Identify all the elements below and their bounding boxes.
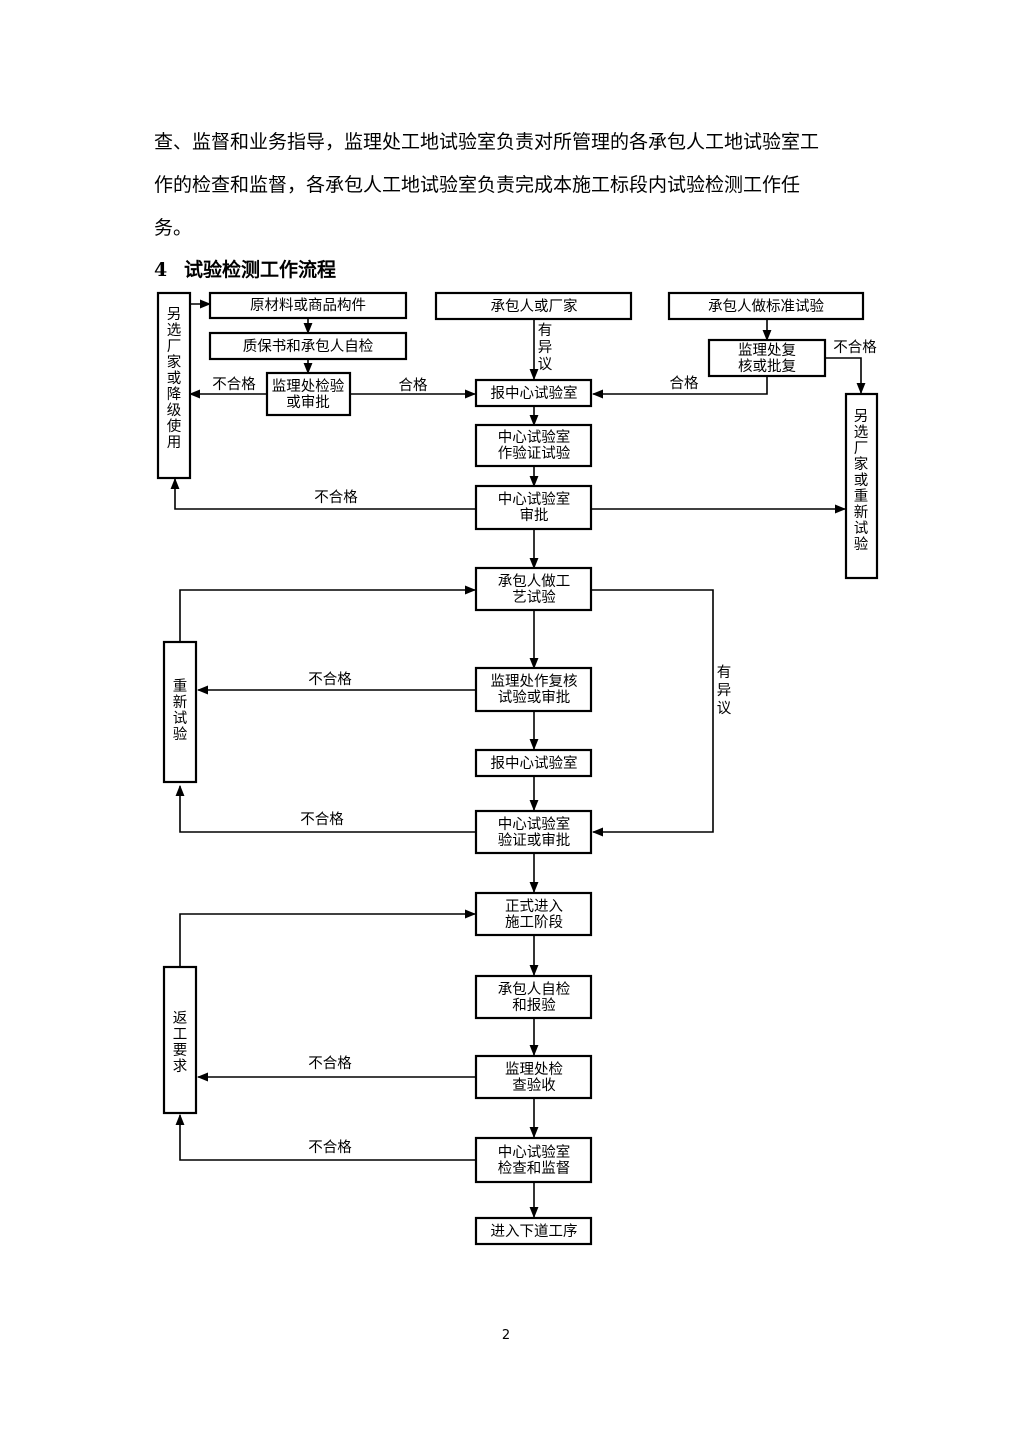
box-center-verify-test-line2: 作验证试验 xyxy=(498,445,571,462)
box-contractor-std-label: 承包人做标准试验 xyxy=(708,298,824,315)
box-contractor-std xyxy=(667,291,865,321)
box-supervisor-check xyxy=(265,371,352,417)
paragraph-line: 查、监督和业务指导，监理处工地试验室负责对所管理的各承包人工地试验室工 xyxy=(154,131,820,153)
label-fail-center-inspect: 不合格 xyxy=(308,1139,352,1156)
box-raw-material-label: 原材料或商品构件 xyxy=(250,297,366,314)
section-number: 4 xyxy=(154,259,168,281)
vbox-alt-vendor-right xyxy=(844,392,879,580)
label-fail-center-verify: 不合格 xyxy=(300,811,344,828)
arrow-center-inspect-fail xyxy=(175,1113,476,1161)
box-supervisor-review-line1: 监理处复 xyxy=(738,341,796,359)
vbox-retest-label: 重新试验 xyxy=(173,678,188,743)
box-process-test xyxy=(474,566,593,612)
label-fail-review: 不合格 xyxy=(833,339,877,356)
box-supervisor-review-line2: 核或批复 xyxy=(738,357,796,375)
box-center-verify-approve-line1: 中心试验室 xyxy=(498,816,571,833)
box-report-center-1 xyxy=(474,378,593,408)
vbox-rework-label: 返工要求 xyxy=(173,1010,188,1075)
box-formal-construction-line1: 正式进入 xyxy=(505,898,563,915)
vbox-alt-vendor-left-label: 另选厂家或降级使用 xyxy=(167,306,182,451)
box-center-verify-test xyxy=(474,423,593,468)
vbox-rework xyxy=(162,965,198,1115)
box-supervisor-recheck-line1: 监理处作复核 xyxy=(491,672,578,690)
arrow-center-fail-left xyxy=(175,784,476,833)
box-center-inspect-line1: 中心试验室 xyxy=(498,1144,571,1161)
box-quality-cert xyxy=(208,331,408,361)
box-center-inspect xyxy=(474,1136,593,1184)
connectors xyxy=(170,299,866,1219)
box-center-verify-approve xyxy=(474,809,593,855)
arrow-objection-loop xyxy=(591,589,714,837)
box-next-process-label: 进入下道工序 xyxy=(491,1223,578,1240)
box-center-approve xyxy=(474,484,593,531)
box-center-verify-approve-line2: 验证或审批 xyxy=(498,832,571,849)
arrow-approve-fail-left xyxy=(170,477,476,510)
box-process-test-line1: 承包人做工 xyxy=(498,573,571,590)
box-supervisor-inspect xyxy=(474,1054,593,1100)
box-center-approve-line1: 中心试验室 xyxy=(498,491,571,508)
label-pass-supervisor: 合格 xyxy=(399,377,428,394)
arrow-retest-to-process xyxy=(179,585,477,642)
intro-paragraph: 查、监督和业务指导，监理处工地试验室负责对所管理的各承包人工地试验室工 作的检查… xyxy=(154,121,874,250)
label-objection-top: 有异议 xyxy=(538,322,553,373)
box-raw-material xyxy=(208,291,408,320)
page-number: 2 xyxy=(501,1328,511,1343)
box-supervisor-inspect-line2: 查验收 xyxy=(512,1077,556,1094)
box-self-check xyxy=(474,974,593,1020)
box-contractor xyxy=(434,291,633,321)
label-fail-recheck: 不合格 xyxy=(308,671,352,688)
label-objection-right: 有异议 xyxy=(717,664,732,717)
box-supervisor-recheck-line2: 试验或审批 xyxy=(498,689,571,706)
box-center-approve-line2: 审批 xyxy=(520,507,549,524)
box-self-check-line2: 和报验 xyxy=(512,997,556,1014)
box-self-check-line1: 承包人自检 xyxy=(498,981,571,998)
box-process-test-line2: 艺试验 xyxy=(512,589,556,606)
box-supervisor-check-line2: 或审批 xyxy=(286,394,330,411)
box-formal-construction xyxy=(474,891,593,937)
box-supervisor-check-line1: 监理处检验 xyxy=(272,378,345,395)
box-quality-cert-label: 质保书和承包人自检 xyxy=(243,338,374,355)
box-supervisor-recheck xyxy=(474,666,593,713)
label-fail-inspect: 不合格 xyxy=(308,1055,352,1072)
paragraph-line: 作的检查和监督，各承包人工地试验室负责完成本施工标段内试验检测工作任 xyxy=(154,174,801,196)
box-center-inspect-line2: 检查和监督 xyxy=(498,1160,571,1177)
label-fail-supervisor: 不合格 xyxy=(212,376,256,393)
box-supervisor-inspect-line1: 监理处检 xyxy=(505,1061,563,1078)
label-fail-approve: 不合格 xyxy=(314,489,358,506)
box-report-center-2 xyxy=(474,748,593,778)
box-formal-construction-line2: 施工阶段 xyxy=(505,914,563,931)
box-center-verify-test-line1: 中心试验室 xyxy=(498,429,571,446)
box-next-process xyxy=(474,1216,593,1246)
vbox-retest xyxy=(162,640,198,784)
box-report-center-2-label: 报中心试验室 xyxy=(491,755,578,772)
arrow-review-pass xyxy=(591,376,768,399)
section-title: 试验检测工作流程 xyxy=(184,259,337,281)
box-supervisor-review xyxy=(707,338,827,378)
section-heading: 4 试验检测工作流程 xyxy=(154,255,336,282)
label-pass-review: 合格 xyxy=(670,375,699,392)
vbox-alt-vendor-left xyxy=(156,291,192,480)
arrow-rework-to-formal xyxy=(179,909,477,967)
box-contractor-label: 承包人或厂家 xyxy=(491,298,578,315)
vbox-alt-vendor-right-label: 另选厂家或重新试验 xyxy=(854,408,869,553)
box-report-center-1-label: 报中心试验室 xyxy=(491,385,578,402)
paragraph-line: 务。 xyxy=(154,217,193,239)
arrow-review-fail xyxy=(825,357,866,395)
